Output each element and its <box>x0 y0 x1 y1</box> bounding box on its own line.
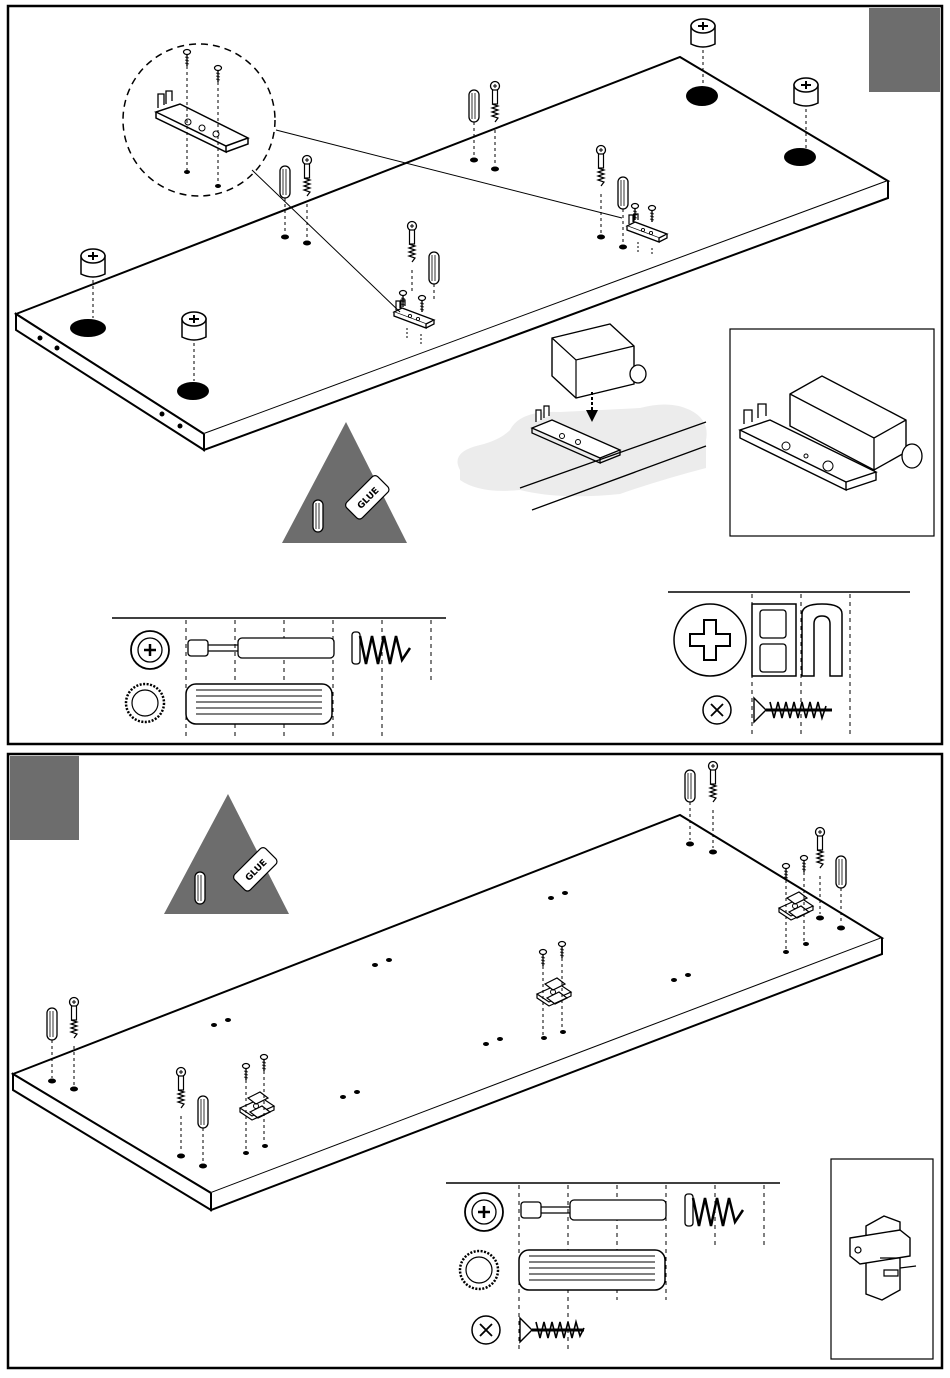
step-2-hinge-plate-detail-box <box>831 1159 933 1359</box>
step-1-number-badge <box>869 8 940 92</box>
cam-bolt-icon <box>570 1200 666 1220</box>
step-1-push-latch-detail-box <box>730 329 934 536</box>
cam-bolt-icon <box>238 638 334 658</box>
step-2-number-badge <box>10 756 79 840</box>
